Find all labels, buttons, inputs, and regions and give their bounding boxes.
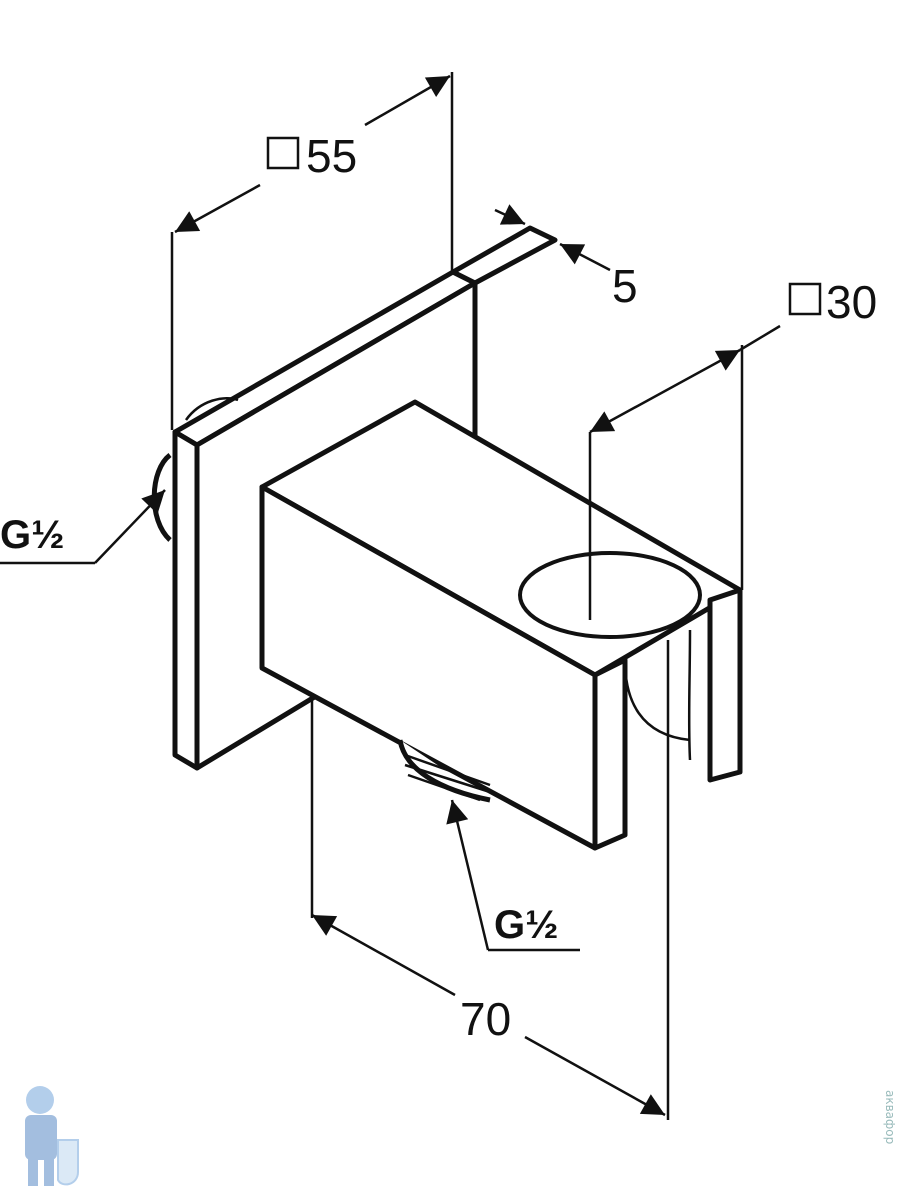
plate-depth-label: 5: [612, 260, 638, 312]
dimension-plate-depth: 5: [494, 204, 638, 312]
bottom-thread-label: G½: [494, 903, 558, 947]
bottom-thread-callout: G½: [446, 799, 580, 952]
projection-label: 70: [460, 993, 511, 1045]
dimension-holder-size: 30: [588, 276, 877, 620]
side-thread-label: G½: [0, 513, 64, 557]
holder-size-label: 30: [826, 276, 877, 328]
plate-size-label: 55: [306, 130, 357, 182]
dimension-plate-size: 55: [170, 72, 454, 430]
side-thread-callout: G½: [0, 489, 166, 565]
bottom-outlet-thread: [397, 739, 491, 803]
plumber-logo-icon: [25, 1086, 79, 1186]
holder-block: [259, 399, 743, 851]
dimension-projection: 70: [310, 640, 670, 1120]
watermark-text: аквафор: [883, 1090, 897, 1144]
